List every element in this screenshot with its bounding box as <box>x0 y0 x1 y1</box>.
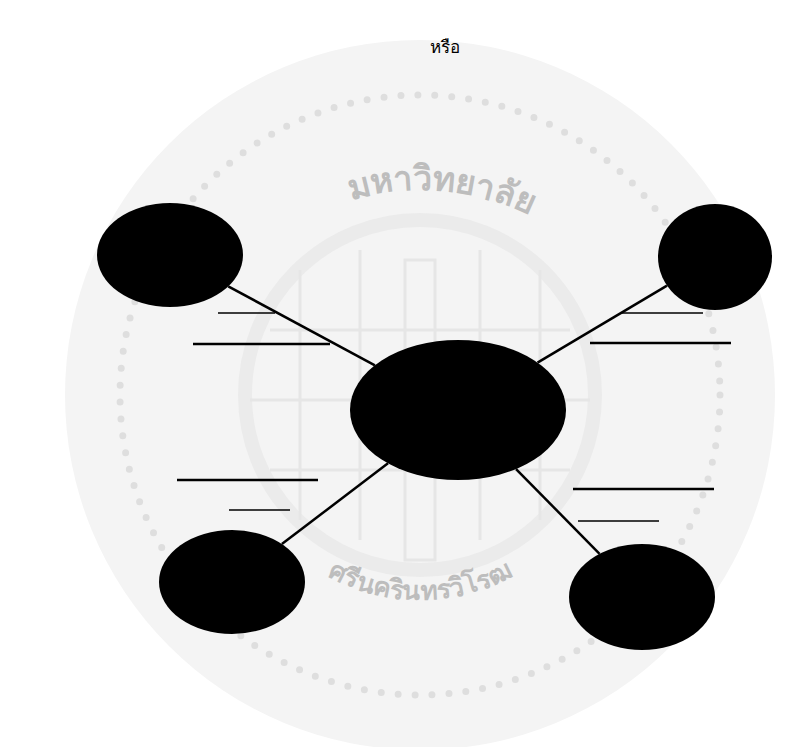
watermark-text: ศรีนครินทรวิโรฒ <box>324 554 516 606</box>
central-topic-ellipse <box>350 340 566 480</box>
ellipse-shape <box>658 204 772 310</box>
ellipse-shape <box>569 544 715 650</box>
seal-body <box>65 40 775 747</box>
blank-lines <box>177 313 731 521</box>
seal-grid <box>250 250 590 560</box>
branch-line <box>228 286 375 365</box>
ellipse-shape <box>97 203 243 307</box>
watermark-text: มหาวิทยาลัย <box>343 158 543 223</box>
branch-topic-ellipse <box>97 203 243 307</box>
ellipse-shape <box>350 340 566 480</box>
ellipse-shape <box>159 530 305 634</box>
branch-line <box>516 469 599 554</box>
branch-line <box>538 286 667 363</box>
branch-topic-ellipse <box>159 530 305 634</box>
branch-line <box>282 463 388 544</box>
branch-topic-ellipse <box>569 544 715 650</box>
title: หรือ <box>426 33 464 60</box>
branch-topic-ellipse <box>658 204 772 310</box>
seal-inner-ring <box>245 220 595 570</box>
seal-dot-ring <box>120 95 720 695</box>
